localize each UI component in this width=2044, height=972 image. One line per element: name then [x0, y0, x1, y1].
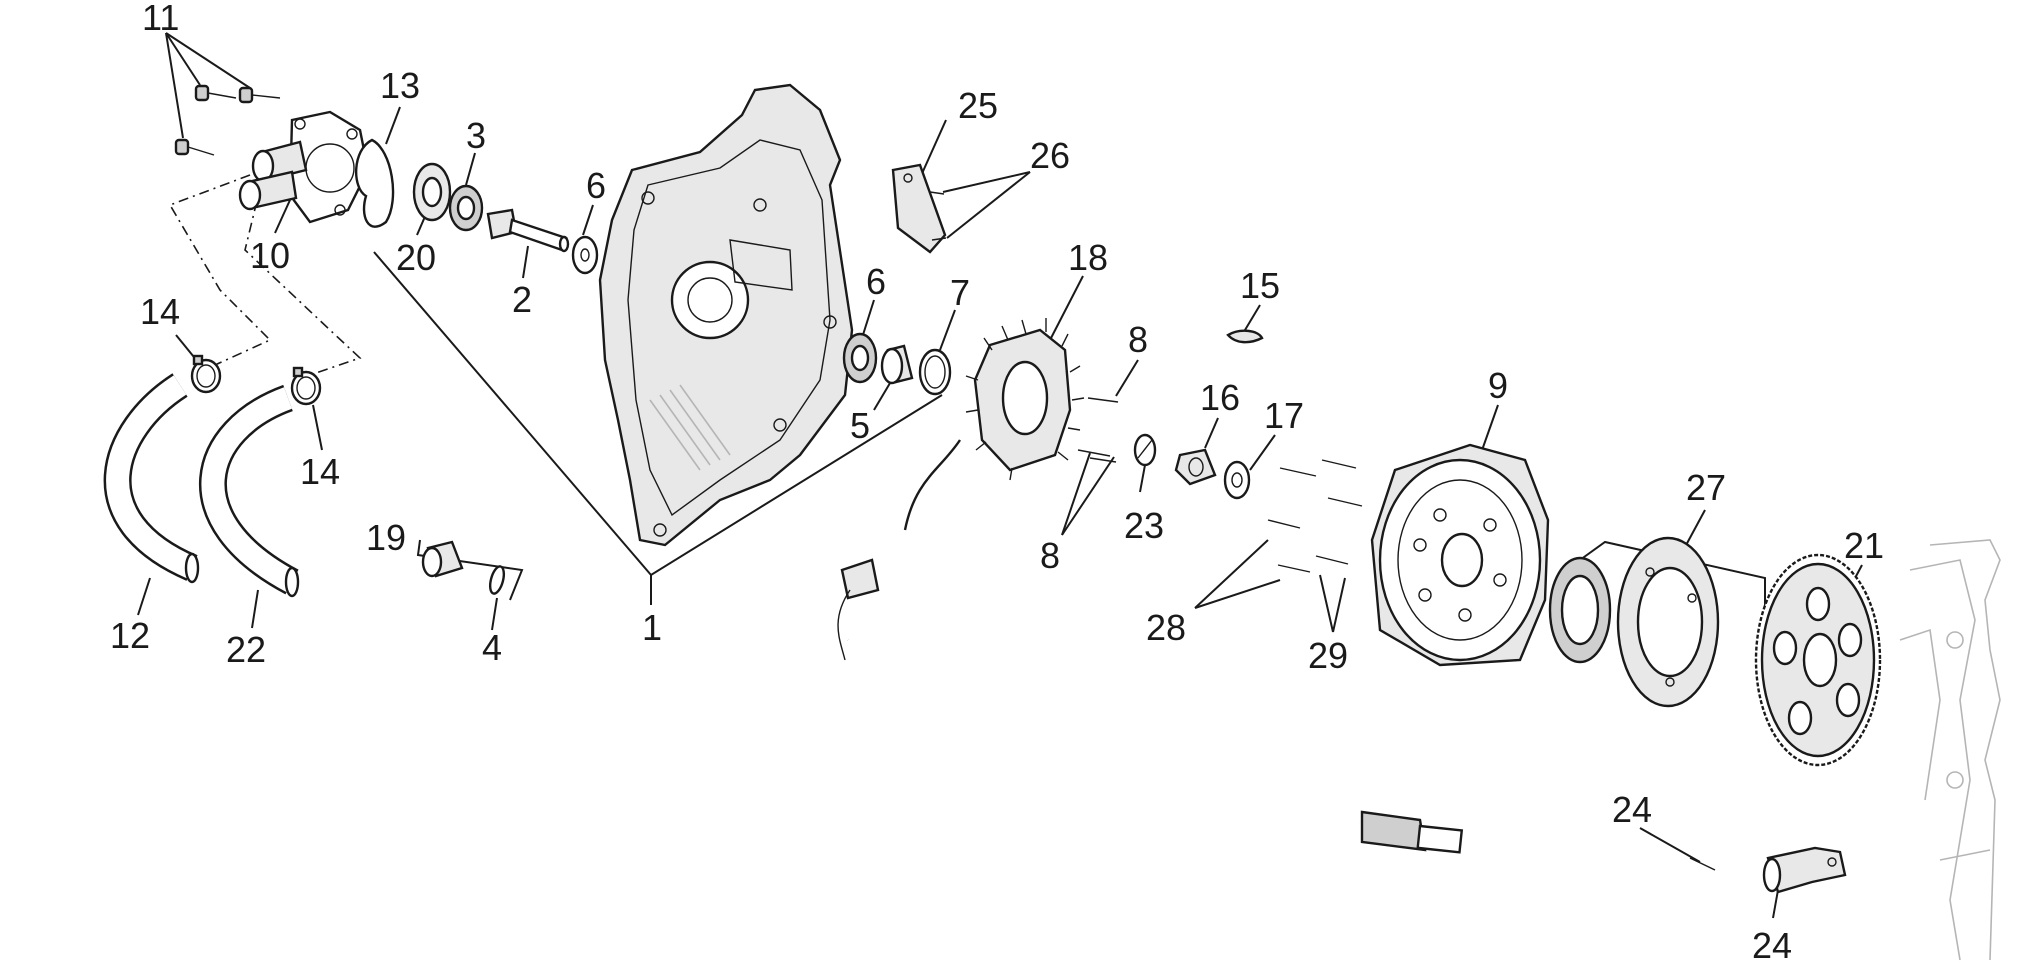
- callout-1: 1: [642, 607, 662, 648]
- hose-clamp-part-14-top: [190, 354, 222, 394]
- freewheel-part-28: [1548, 536, 1720, 708]
- starter-gear-part-21: [1754, 553, 1882, 767]
- callout-4: 4: [482, 627, 502, 668]
- bolt-part-29: [1267, 467, 1317, 573]
- callout-20: 20: [396, 237, 436, 278]
- stator-part-18: [965, 318, 1085, 481]
- wire-harness: [837, 439, 1464, 854]
- bearing-part-3: [448, 184, 484, 232]
- screw-part-25: [1689, 857, 1716, 871]
- callout-9: 9: [1488, 365, 1508, 406]
- callout-17: 17: [1264, 395, 1304, 436]
- hose-routing-lines: [168, 174, 362, 376]
- washer-part-6-top: [571, 235, 599, 275]
- shaft-part-2: [486, 208, 570, 253]
- ring-part-7: [918, 348, 952, 396]
- callout-29: 28: [1146, 607, 1186, 648]
- callout-3: 3: [466, 115, 486, 156]
- callout-8-bottom: 8: [1040, 535, 1060, 576]
- bushing-part-5: [880, 344, 914, 385]
- washer-part-17: [1223, 460, 1251, 500]
- hose-part-22: [199, 384, 300, 598]
- callout-5: 5: [850, 405, 870, 446]
- callout-16: 16: [1200, 377, 1240, 418]
- callout-30: 29: [1308, 635, 1348, 676]
- screw-part-8-top: [1087, 397, 1119, 403]
- callout-25: 24: [1612, 789, 1652, 830]
- hose-clamp-part-14-bottom: [290, 366, 322, 406]
- callout-23: 23: [1124, 505, 1164, 546]
- callout-24: 24: [1752, 925, 1792, 966]
- callout-8-top: 8: [1128, 319, 1148, 360]
- screw-part-27: [929, 191, 947, 241]
- washer-part-23: [1133, 433, 1157, 467]
- callout-6-top: 6: [586, 165, 606, 206]
- bolt-part-30: [1315, 459, 1363, 565]
- engine-case-outline: [1899, 539, 2001, 961]
- callout-18: 18: [1068, 237, 1108, 278]
- callout-13: 13: [380, 65, 420, 106]
- callout-22: 22: [226, 629, 266, 670]
- bearing-part-6-mid: [842, 332, 878, 384]
- callout-19: 19: [366, 517, 406, 558]
- screw-part-11: [174, 84, 281, 156]
- callout-28: 27: [1686, 467, 1726, 508]
- oring-part-4: [488, 565, 506, 595]
- clamp-part-24: [1762, 846, 1847, 894]
- callout-26: 25: [958, 85, 998, 126]
- flywheel-part-9: [1370, 443, 1550, 667]
- callout-labels: 11 13 3 10 20 2 6 25 26 18 6 7 5 8 8 23 …: [110, 0, 1884, 966]
- callout-6-mid: 6: [866, 261, 886, 302]
- callout-12: 12: [110, 615, 150, 656]
- key-part-15: [1226, 329, 1264, 344]
- hose-part-12: [103, 373, 200, 584]
- callout-2: 2: [512, 279, 532, 320]
- callout-7: 7: [950, 272, 970, 313]
- bracket-part-26: [891, 163, 947, 254]
- pump-cover-part-10: [238, 110, 370, 224]
- callout-14-bottom: 14: [300, 451, 340, 492]
- callout-21: 21: [1844, 525, 1884, 566]
- crankcase-cover-part-1: [598, 83, 854, 547]
- gasket-part-13: [354, 138, 395, 228]
- callout-15: 15: [1240, 265, 1280, 306]
- callout-14-top: 14: [140, 291, 180, 332]
- callout-10: 10: [250, 235, 290, 276]
- callout-11: 11: [142, 0, 179, 38]
- plug-part-19: [421, 540, 464, 578]
- nut-part-16: [1174, 448, 1217, 486]
- screw-part-8-bottom: [1077, 449, 1117, 463]
- leader-lines: [137, 32, 1863, 919]
- callout-27: 26: [1030, 135, 1070, 176]
- seal-part-20: [412, 162, 452, 222]
